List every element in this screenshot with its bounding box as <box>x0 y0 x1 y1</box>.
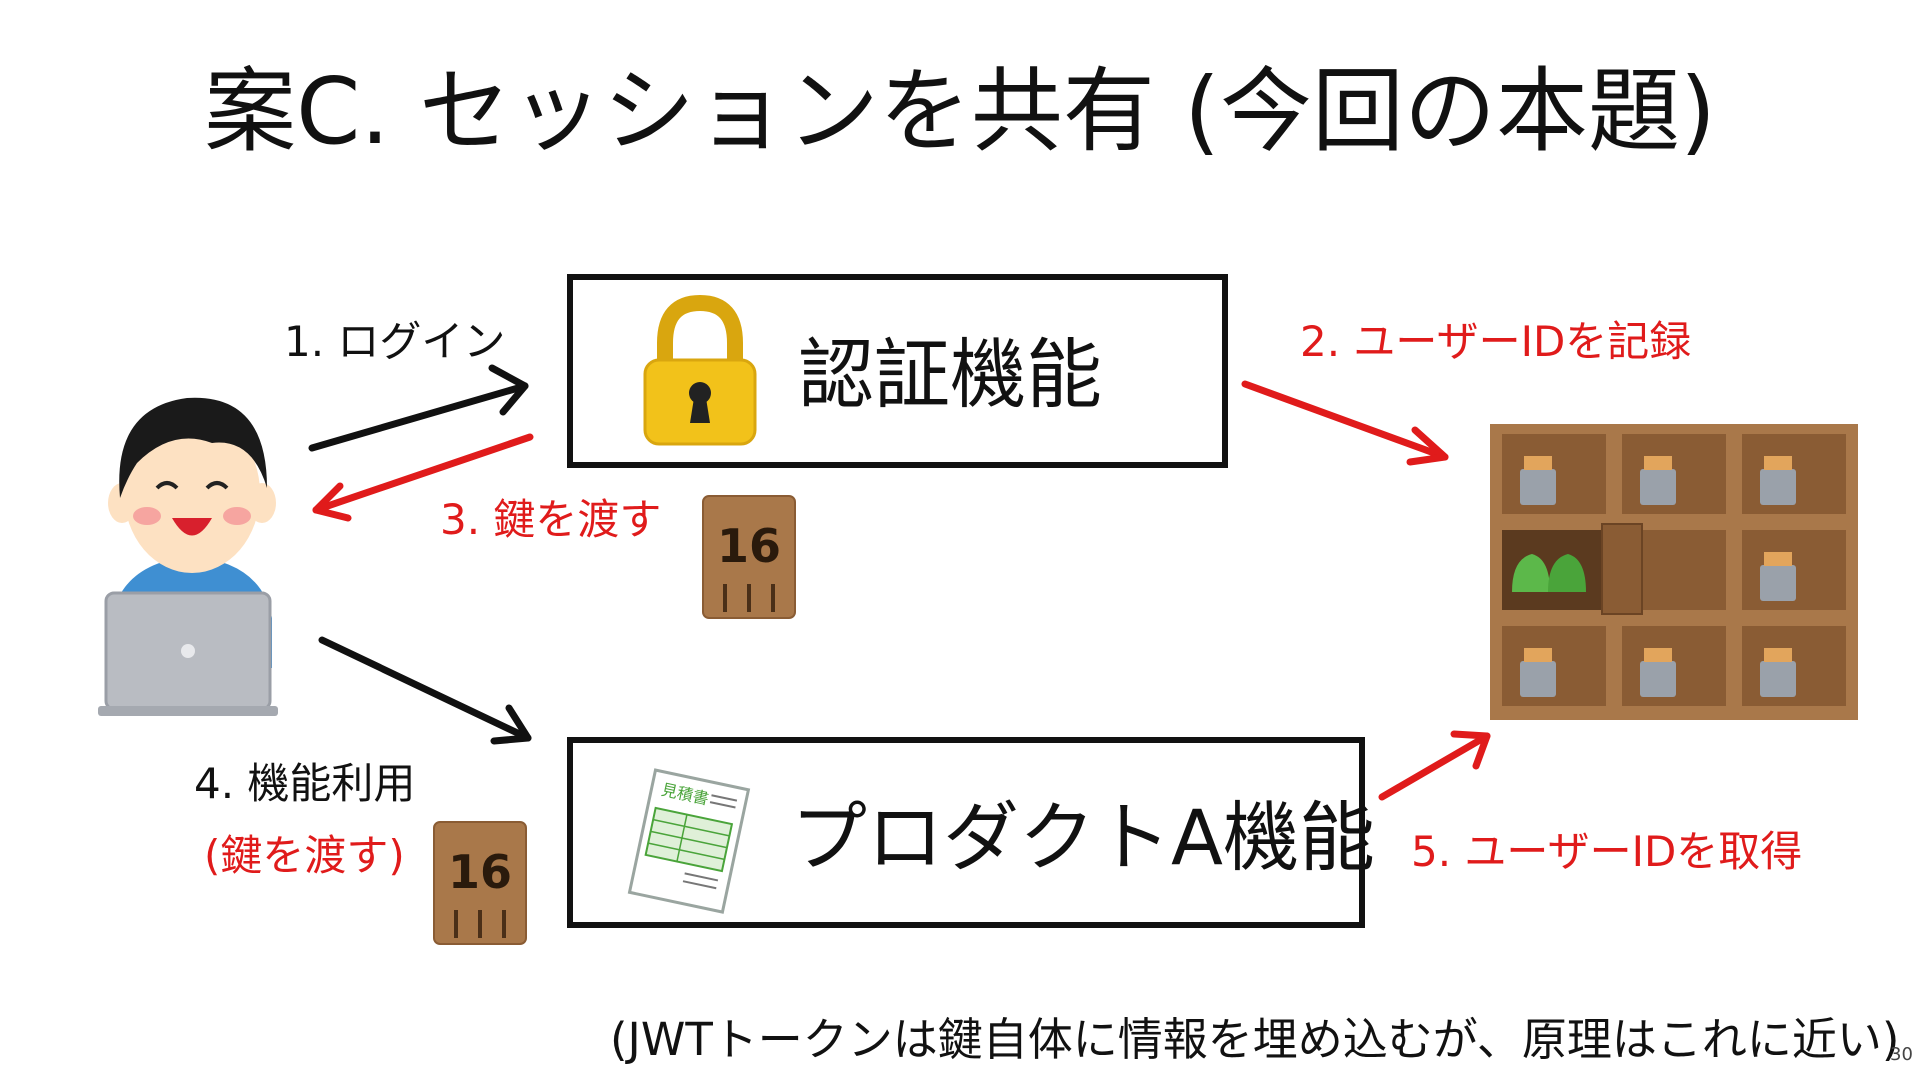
arrow-use-feature <box>318 636 532 745</box>
step-5-label: 5. ユーザーIDを取得 <box>1411 827 1803 876</box>
arrow-get-user-id <box>1378 730 1491 801</box>
locker-plates <box>1520 469 1796 697</box>
green-shoes <box>1512 554 1586 592</box>
step-3-label: 3. 鍵を渡す <box>440 495 662 544</box>
footnote: (JWTトークンは鍵自体に情報を埋め込むが、原理はこれに近い) <box>610 1013 1900 1066</box>
auth-function-box: 認証機能 <box>567 274 1228 468</box>
padlock-icon <box>643 294 757 446</box>
user-laptop-illustration <box>98 397 278 716</box>
step-4-sub-label: (鍵を渡す) <box>204 831 405 880</box>
locker-illustration <box>1490 424 1858 720</box>
key-tag-icon: 16 <box>433 821 527 945</box>
page-number: 30 <box>1890 1044 1913 1065</box>
locker-tags <box>1524 456 1792 662</box>
product-a-function-label: プロダクトA機能 <box>791 793 1375 882</box>
slide-title: 案C. セッションを共有 (今回の本題) <box>204 58 1716 165</box>
key-tag-icon: 16 <box>702 495 796 619</box>
estimate-document-icon: 見積書 <box>627 768 751 914</box>
key-tag-number: 16 <box>448 845 512 899</box>
product-a-function-box: 見積書 プロダクトA機能 <box>567 737 1375 928</box>
arrow-login <box>308 364 529 452</box>
step-4-label: 4. 機能利用 <box>194 759 416 808</box>
auth-function-label: 認証機能 <box>798 330 1102 419</box>
arrow-record-user-id <box>1241 380 1449 466</box>
arrow-give-key <box>312 433 534 522</box>
open-locker-door <box>1601 523 1643 615</box>
step-2-label: 2. ユーザーIDを記録 <box>1300 317 1692 366</box>
key-tag-number: 16 <box>717 519 781 573</box>
step-1-label: 1. ログイン <box>284 317 506 366</box>
